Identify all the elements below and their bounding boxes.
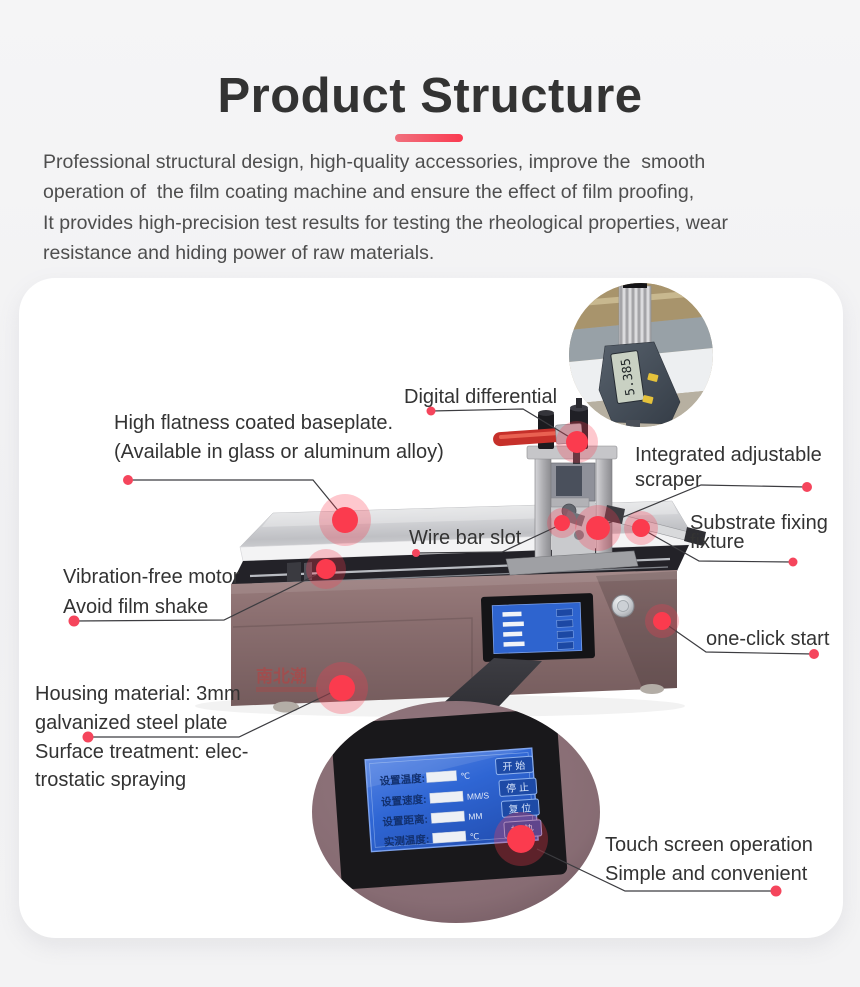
intro-paragraph: Professional structural design, high-qua… <box>43 147 728 269</box>
intro-line: operation of the film coating machine an… <box>43 181 695 204</box>
callout-label-touch-screen: Touch screen operation Simple and conven… <box>605 834 813 885</box>
callout-label-housing: Housing material: 3mm galvanized steel p… <box>35 683 249 792</box>
page-title: Product Structure <box>217 69 643 123</box>
callout-label-wire-bar-slot: Wire bar slot <box>409 527 522 549</box>
callout-label-one-click-start: one-click start <box>706 628 830 650</box>
callout-label-scraper: Integrated adjustable scraper <box>635 444 822 491</box>
callout-label-baseplate: High flatness coated baseplate. (Availab… <box>114 412 444 463</box>
callout-label-substrate-fixture: Substrate fixing fixture <box>690 512 828 553</box>
callout-label-digital-differential: Digital differential <box>404 386 558 408</box>
intro-line: resistance and hiding power of raw mater… <box>43 242 435 265</box>
intro-line: It provides high-precision test results … <box>43 211 729 234</box>
title-underline-accent <box>395 134 463 142</box>
intro-line: Professional structural design, high-qua… <box>43 151 706 173</box>
callout-label-motor: Vibration-free motor Avoid film shake <box>63 566 240 618</box>
